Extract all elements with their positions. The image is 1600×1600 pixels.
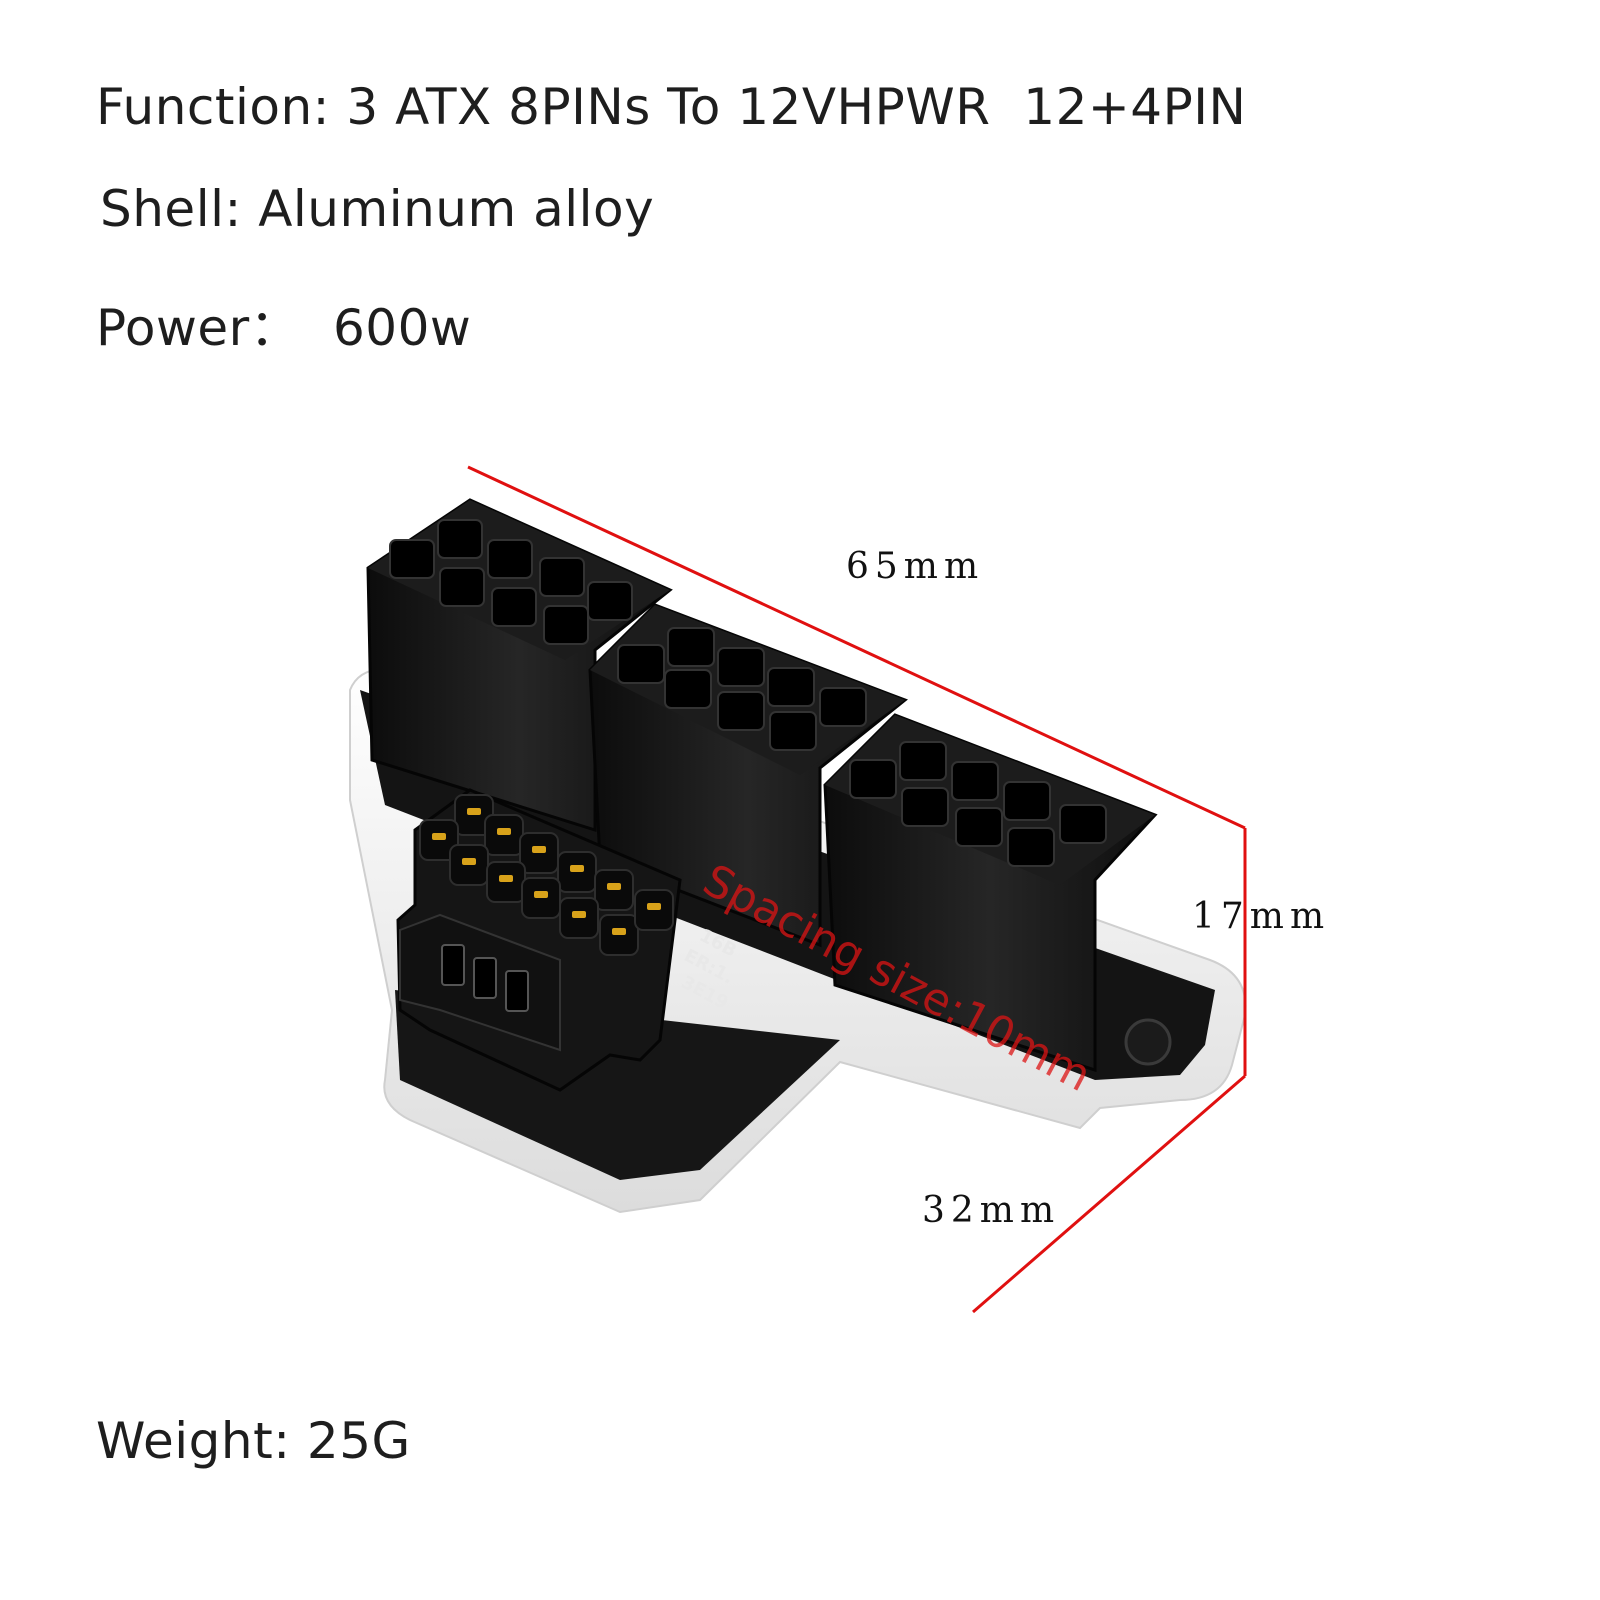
spec-power: Power： 600w [96, 299, 472, 357]
length-dimension-line [467, 465, 1246, 830]
spec-function: Function: 3 ATX 8PINs To 12VHPWR 12+4PIN [96, 78, 1247, 136]
spec-shell: Shell: Aluminum alloy [100, 180, 655, 238]
height-dimension-label: 17mm [1192, 896, 1330, 937]
atx-8pin-connector-right [823, 713, 1158, 1073]
gold-pins [432, 808, 661, 935]
depth-dimension-label: 32mm [922, 1190, 1060, 1231]
depth-dimension-line [972, 1074, 1246, 1314]
dimension-lines [467, 465, 1247, 1314]
spec-weight: Weight: 25G [96, 1412, 411, 1470]
atx-8pin-connector-middle [588, 603, 908, 948]
12vhpwr-connector [396, 788, 682, 1092]
screw-icon [1124, 1018, 1172, 1066]
length-dimension-label: 65mm [846, 546, 984, 587]
